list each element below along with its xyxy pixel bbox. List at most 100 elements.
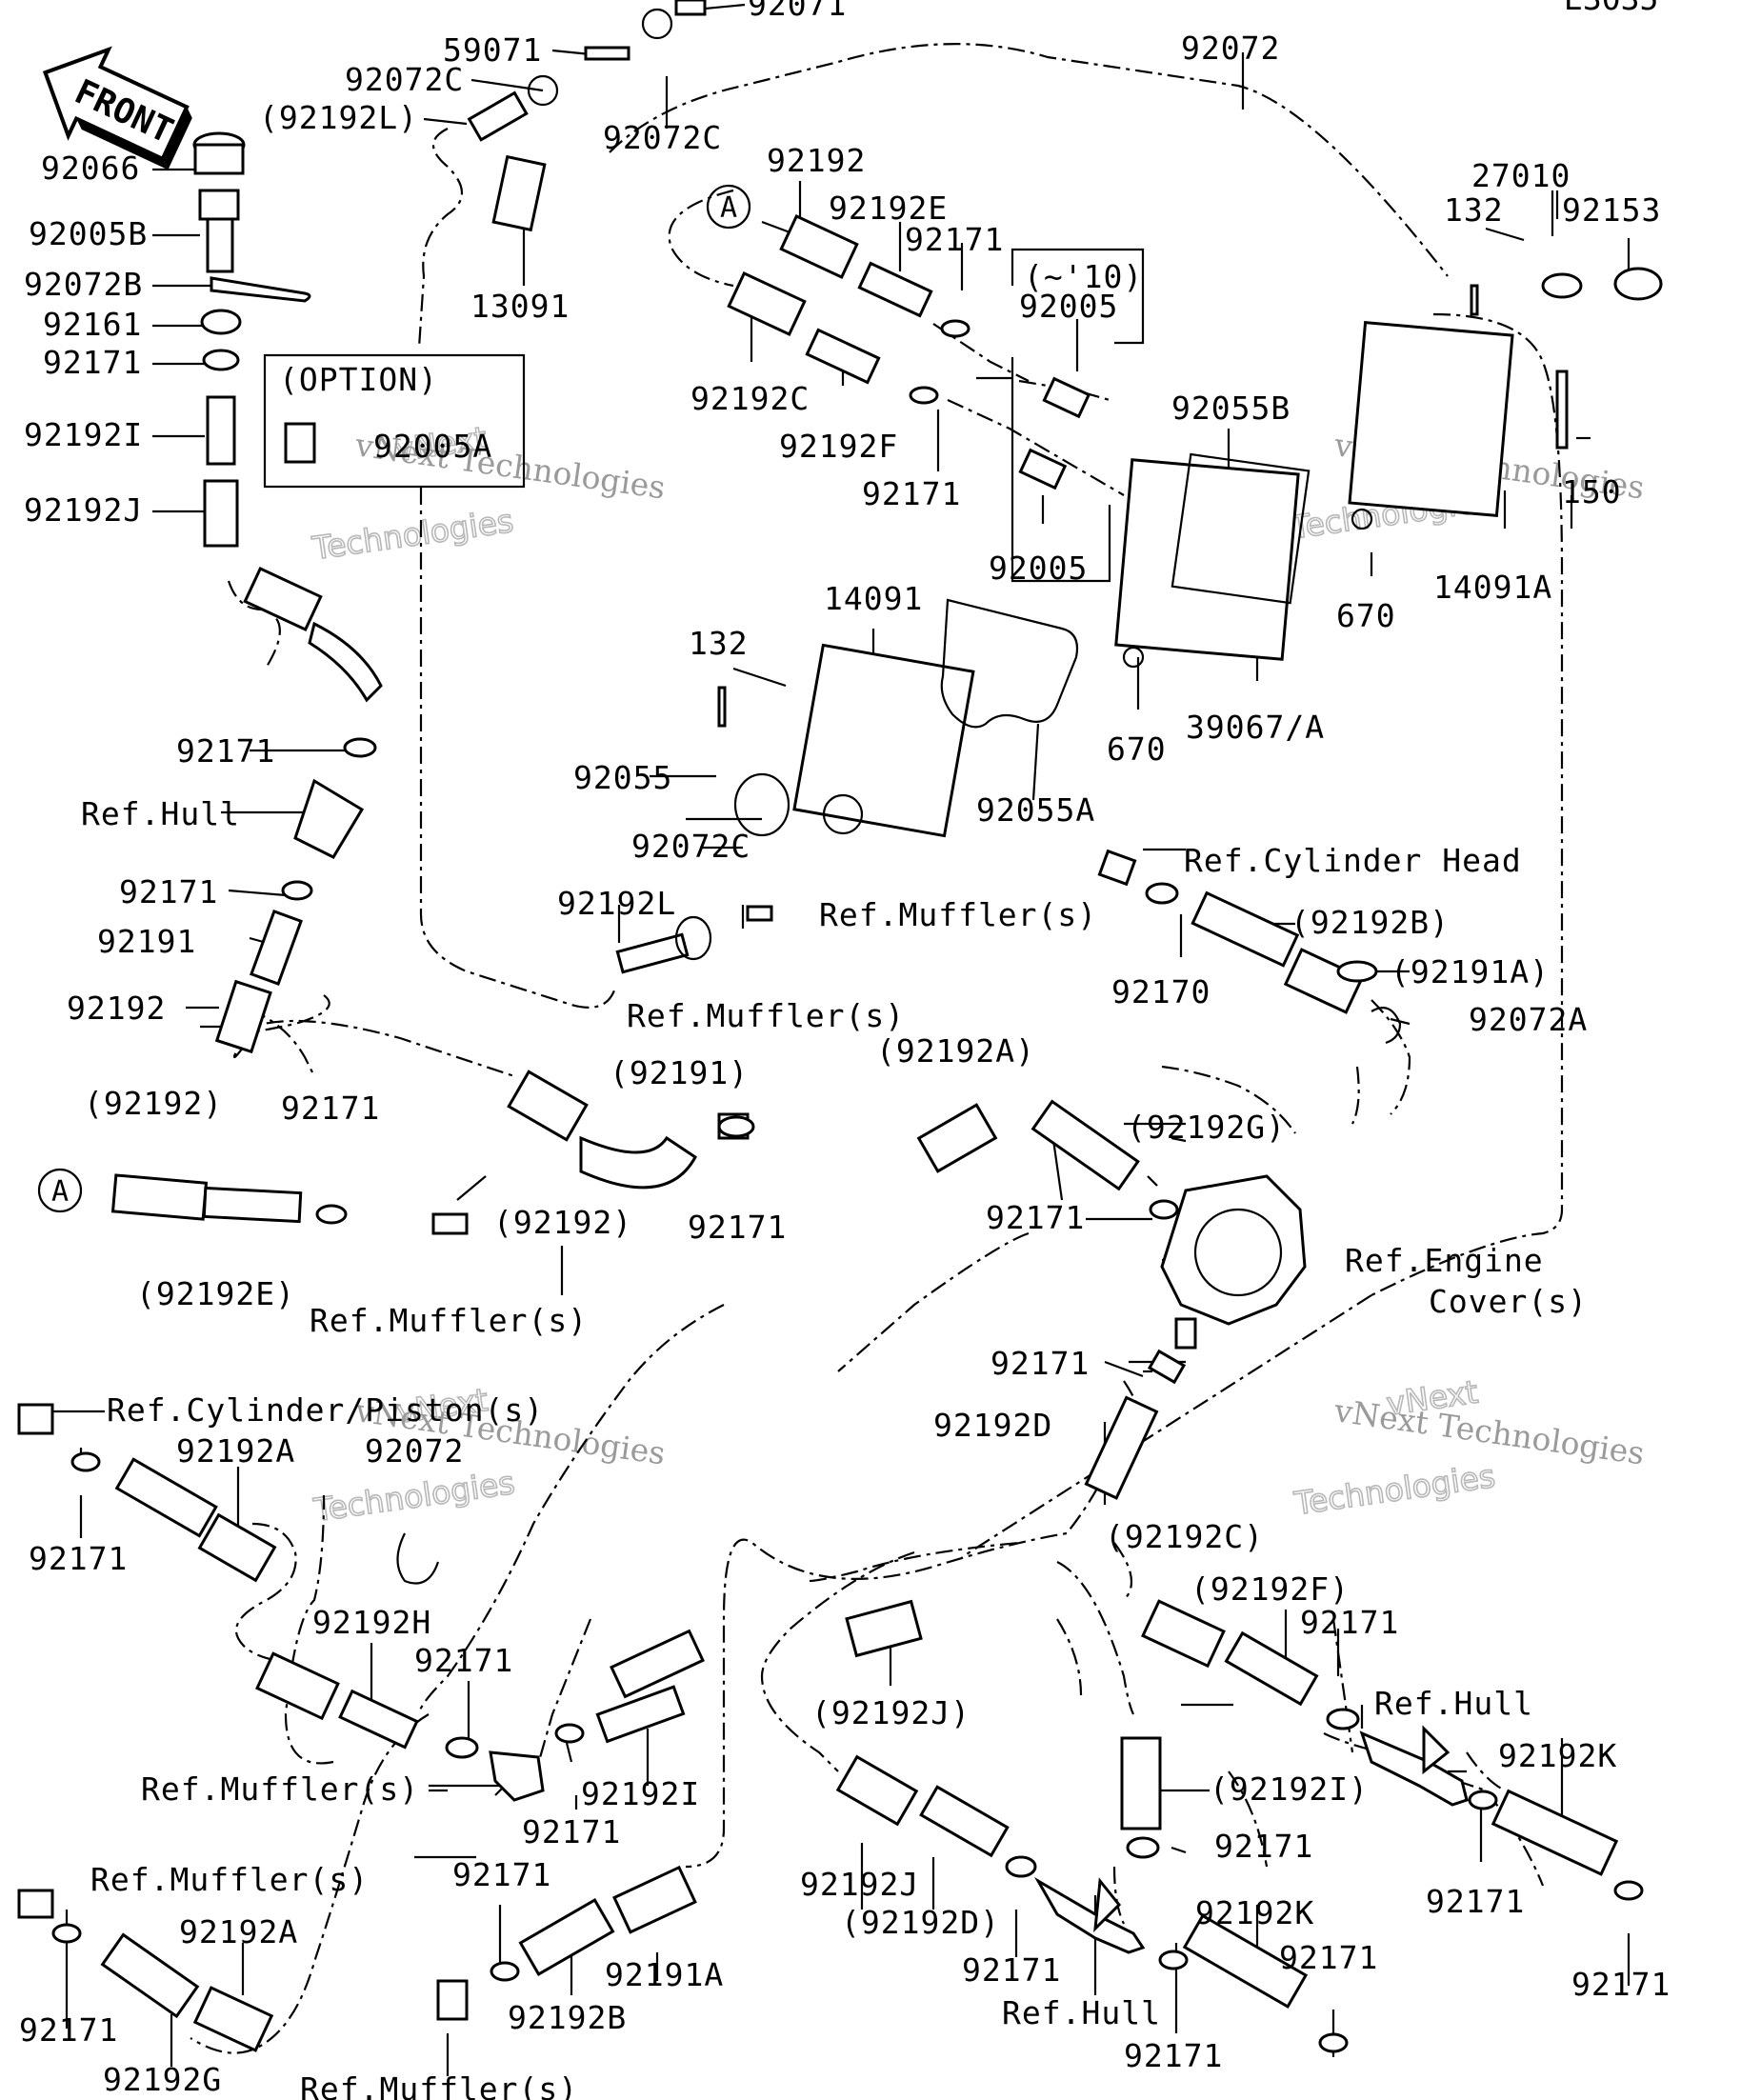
part-label: (92191) (610, 1054, 749, 1091)
part-label: (92192B) (1291, 904, 1450, 941)
part-label: 14091 (824, 580, 923, 617)
svg-text:Technologies: Technologies (310, 1464, 516, 1529)
diagram-code: E3035 (1564, 0, 1658, 17)
part-label: (92192D) (841, 1904, 1000, 1941)
part-label: 132 (689, 625, 749, 662)
part-label: A (51, 1175, 69, 1209)
part-label: 92055B (1171, 390, 1291, 427)
part-label: 92171 (862, 475, 961, 512)
part-label: 92055A (976, 791, 1095, 829)
part-label: 92192K (1498, 1737, 1617, 1774)
part-label: Ref.Muffler(s) (819, 896, 1097, 933)
option-box (263, 353, 526, 489)
part-label: 92192E (829, 190, 948, 227)
part-label: Ref.Muffler(s) (310, 1302, 588, 1339)
part-label: 92005 (1019, 288, 1118, 325)
part-label: 92192I (581, 1775, 700, 1812)
part-label: 92072B (24, 266, 143, 303)
part-label: (92192A) (876, 1032, 1035, 1070)
part-label: 92171 (905, 221, 1004, 258)
watermark: vNext Technologies (1291, 1372, 1498, 1523)
part-label: (92192L) (259, 99, 418, 136)
part-label: Ref.Muffler(s) (627, 997, 905, 1034)
part-label: 92171 (29, 1540, 128, 1577)
part-label: 92192L (557, 885, 676, 922)
part-label: 92171 (962, 1951, 1061, 1989)
part-label: (92192J) (811, 1694, 971, 1731)
part-label: 92005A (373, 428, 492, 465)
part-label: Ref.Cylinder/Piston(s) (107, 1391, 544, 1429)
part-label: Ref.Cylinder Head (1184, 842, 1522, 879)
part-label: Ref.Muffler(s) (90, 1861, 369, 1898)
part-label: 92192 (67, 990, 166, 1027)
part-label: 92171 (452, 1856, 551, 1893)
part-label: 92072 (1181, 30, 1280, 67)
option-label: (OPTION) (279, 361, 438, 398)
part-label: (92192) (493, 1204, 632, 1241)
part-label: 92171 (1571, 1966, 1671, 2003)
part-label: 39067/A (1186, 709, 1325, 746)
part-label: 92192G (103, 2061, 222, 2098)
part-label: 92191A (605, 1956, 724, 1993)
part-label: 92055 (573, 759, 672, 796)
svg-text:Technologies: Technologies (1291, 1457, 1497, 1522)
part-label: 92005B (29, 215, 148, 252)
part-label: 92192 (767, 142, 866, 179)
part-labels: 92071 59071 92072C (92192L) 92072C 92066… (19, 0, 1671, 2100)
part-label: 92005 (989, 550, 1088, 587)
part-label: Ref.Muffler(s) (141, 1770, 419, 1808)
part-label: (92191A) (1391, 953, 1550, 990)
part-label: 132 (1444, 191, 1504, 229)
part-label: Ref.Hull (1374, 1685, 1533, 1722)
part-label: 92192A (179, 1913, 298, 1950)
part-label: 92192B (508, 1999, 627, 2036)
part-label: 92171 (176, 732, 275, 770)
part-label: 92171 (43, 344, 142, 381)
part-label: 92153 (1562, 191, 1661, 229)
part-label: (92192I) (1210, 1770, 1369, 1808)
part-label: 92072C (603, 119, 722, 156)
part-label: Ref.Muffler(s) (300, 2070, 578, 2100)
part-label: 92191 (97, 923, 196, 960)
part-label: 92192J (800, 1866, 919, 1903)
part-label: 92170 (1111, 973, 1211, 1010)
part-label: 92072 (365, 1432, 464, 1470)
part-label: 92066 (41, 150, 140, 187)
part-label: 150 (1562, 473, 1622, 510)
part-label: 92072A (1469, 1001, 1588, 1038)
part-label: Cover(s) (1429, 1283, 1588, 1320)
part-label: 670 (1107, 730, 1167, 768)
part-label: 92192J (24, 491, 143, 529)
part-label: 92171 (19, 2011, 118, 2049)
part-label: 92171 (1300, 1604, 1399, 1641)
part-label: 92171 (119, 873, 218, 910)
part-label: 92192H (312, 1604, 431, 1641)
part-label: 59071 (443, 31, 542, 69)
part-label: 92171 (1124, 2037, 1223, 2074)
version-note: (~'10) (1024, 258, 1143, 295)
part-label: Ref.Engine (1345, 1242, 1544, 1279)
part-label: A (720, 191, 737, 225)
part-label: 670 (1336, 597, 1396, 634)
part-label: (92192) (84, 1085, 223, 1122)
part-label: 92072C (631, 828, 750, 865)
part-label: (92192C) (1105, 1518, 1264, 1555)
part-label: 92071 (748, 0, 847, 23)
part-label: 92171 (281, 1090, 380, 1127)
part-label: 92072C (345, 61, 464, 98)
watermark-big2: Technologies (310, 502, 515, 567)
part-label: 92171 (986, 1199, 1085, 1236)
part-label: Ref.Hull (81, 795, 240, 832)
part-label: 92161 (43, 306, 142, 343)
part-label: 92171 (991, 1345, 1090, 1382)
part-label: 92192D (933, 1407, 1052, 1444)
part-label: 92171 (1214, 1828, 1313, 1865)
part-label: 92171 (1279, 1939, 1378, 1976)
part-label: 92171 (688, 1209, 787, 1246)
part-label: 92171 (1426, 1883, 1525, 1920)
part-label: 92171 (522, 1813, 621, 1850)
version-bracket (1011, 248, 1145, 345)
part-label: 92192K (1195, 1894, 1314, 1931)
part-label: 27010 (1471, 157, 1571, 194)
